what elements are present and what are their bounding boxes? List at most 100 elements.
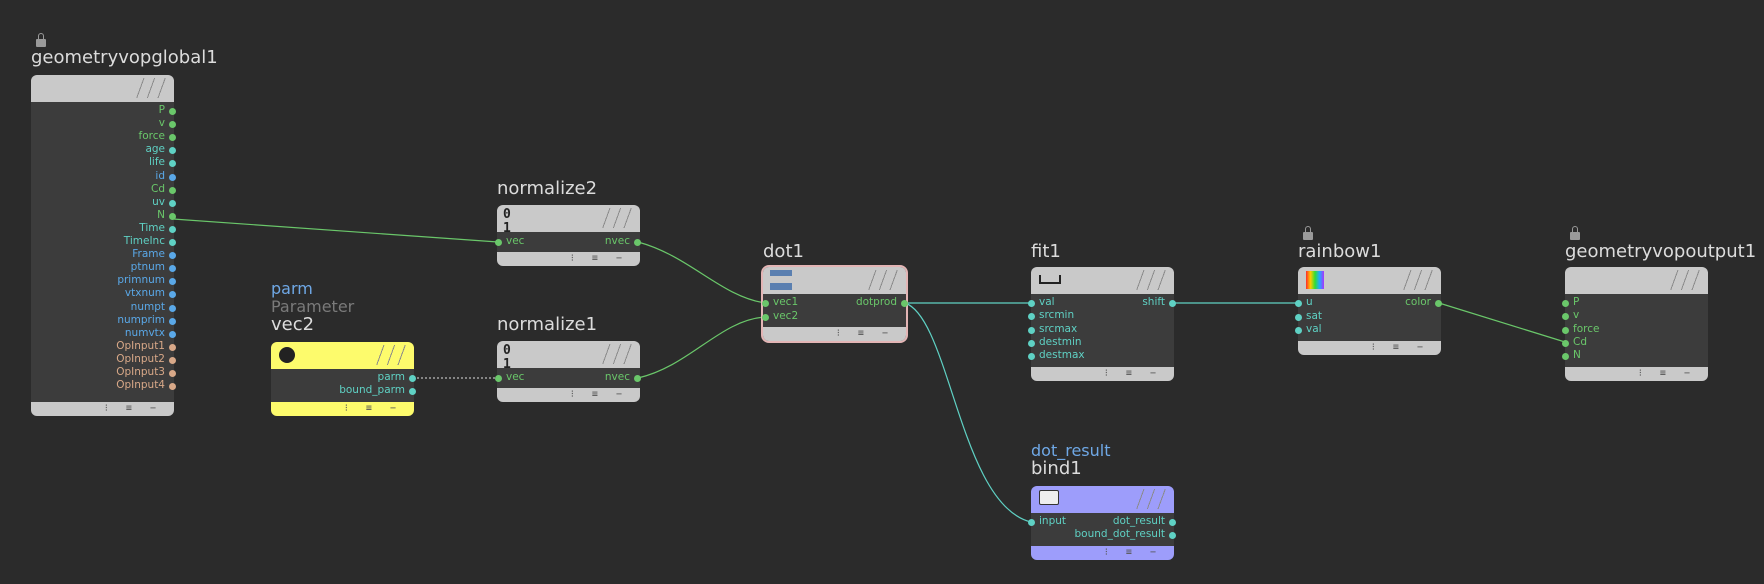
display-flags-icon[interactable] (1136, 489, 1166, 509)
input-port-val[interactable] (1028, 300, 1035, 307)
node-rainbow1[interactable]: ⁝ ≡ − (1298, 267, 1441, 355)
node-header[interactable]: 0 1 (497, 205, 640, 236)
output-port-ptnum[interactable] (169, 265, 176, 273)
display-flags-icon[interactable] (136, 78, 166, 98)
output-port-dot-result[interactable] (1169, 519, 1176, 526)
node-header[interactable] (1031, 486, 1174, 513)
output-port-opinput3[interactable] (169, 370, 176, 377)
input-port-sat[interactable] (1295, 313, 1302, 321)
output-port-primnum[interactable] (169, 278, 176, 286)
node-title-geometryvopglobal1[interactable]: geometryvopglobal1 (31, 47, 218, 68)
output-port-n[interactable] (169, 212, 176, 220)
output-port-cd[interactable] (169, 186, 176, 194)
output-port-v[interactable] (169, 121, 176, 129)
node-vec2[interactable]: ⁝ ≡ − (271, 342, 414, 416)
node-geometryvopglobal1[interactable]: ⁝ ≡ − (31, 75, 174, 416)
footer-icons[interactable]: ⁝ ≡ − (104, 403, 162, 414)
footer-icons[interactable]: ⁝ ≡ − (344, 403, 402, 414)
input-port-destmax[interactable] (1028, 353, 1035, 361)
node-header[interactable] (271, 342, 414, 369)
output-port-age[interactable] (169, 147, 176, 155)
output-port-bound-dot-result[interactable] (1169, 532, 1176, 539)
footer-icons[interactable]: ⁝ ≡ − (1104, 368, 1162, 379)
node-footer[interactable]: ⁝ ≡ − (497, 388, 640, 402)
node-footer[interactable]: ⁝ ≡ − (1565, 367, 1708, 381)
node-dot1[interactable]: ⁝ ≡ − (763, 267, 906, 341)
output-port-dotprod[interactable] (901, 300, 908, 307)
input-port-destmin[interactable] (1028, 339, 1035, 347)
node-header[interactable] (763, 267, 906, 294)
output-port-time[interactable] (169, 225, 176, 233)
output-port-life[interactable] (169, 160, 176, 168)
node-title-geometryvopoutput1[interactable]: geometryvopoutput1 (1565, 241, 1757, 262)
input-port-force[interactable] (1562, 326, 1569, 334)
node-title-dot1[interactable]: dot1 (763, 241, 804, 262)
output-port-numpt[interactable] (169, 304, 176, 312)
footer-icons[interactable]: ⁝ ≡ − (1638, 368, 1696, 379)
output-port-numvtx[interactable] (169, 330, 176, 338)
input-port-u[interactable] (1295, 300, 1302, 307)
output-port-bound-parm[interactable] (409, 388, 416, 395)
display-flags-icon[interactable] (1136, 270, 1166, 290)
output-port-uv[interactable] (169, 199, 176, 207)
node-header[interactable] (31, 75, 174, 102)
output-port-vtxnum[interactable] (169, 291, 176, 299)
footer-icons[interactable]: ⁝ ≡ − (836, 328, 894, 339)
display-flags-icon[interactable] (868, 270, 898, 290)
node-title-normalize1[interactable]: normalize1 (497, 314, 598, 335)
node-footer[interactable]: ⁝ ≡ − (1298, 341, 1441, 355)
output-port-color[interactable] (1435, 300, 1442, 307)
wire-normalize1-to-dot1[interactable] (637, 316, 766, 379)
node-footer[interactable]: ⁝ ≡ − (271, 402, 414, 416)
output-port-shift[interactable] (1169, 300, 1176, 307)
wire-dot1-to-bind1[interactable] (904, 302, 1032, 523)
lock-icon[interactable] (1303, 226, 1313, 240)
node-footer[interactable]: ⁝ ≡ − (1031, 367, 1174, 381)
node-bind1[interactable]: ⁝ ≡ − (1031, 486, 1174, 560)
node-header[interactable] (1031, 267, 1174, 294)
input-port-vec1[interactable] (762, 300, 769, 307)
display-flags-icon[interactable] (1670, 270, 1700, 290)
output-port-timeinc[interactable] (169, 239, 176, 246)
output-port-opinput4[interactable] (169, 383, 176, 391)
footer-icons[interactable]: ⁝ ≡ − (1371, 342, 1429, 353)
node-footer[interactable]: ⁝ ≡ − (497, 252, 640, 266)
output-port-nvec[interactable] (634, 375, 641, 382)
input-port-vec[interactable] (495, 239, 502, 246)
node-header[interactable]: 0 1 (497, 341, 640, 372)
node-title-normalize2[interactable]: normalize2 (497, 178, 598, 199)
node-normalize1[interactable]: 0 1 ⁝ ≡ − (497, 341, 640, 402)
node-title-fit1[interactable]: fit1 (1031, 241, 1061, 262)
output-port-p[interactable] (169, 108, 176, 115)
lock-icon[interactable] (36, 33, 46, 47)
node-title-bind1[interactable]: bind1 (1031, 458, 1082, 479)
input-port-vec[interactable] (495, 375, 502, 382)
node-header[interactable] (1565, 267, 1708, 294)
input-port-input[interactable] (1028, 519, 1035, 526)
node-title-vec2[interactable]: vec2 (271, 314, 315, 335)
display-flags-icon[interactable] (602, 344, 632, 364)
output-port-frame[interactable] (169, 252, 176, 260)
node-geometryvopoutput1[interactable]: ⁝ ≡ − (1565, 267, 1708, 381)
wire-rainbow1-to-output[interactable] (1438, 302, 1566, 343)
input-port-vec2[interactable] (762, 314, 769, 321)
input-port-srcmax[interactable] (1028, 326, 1035, 334)
display-flags-icon[interactable] (1403, 270, 1433, 290)
output-port-numprim[interactable] (169, 317, 176, 325)
node-fit1[interactable]: ⁝ ≡ − (1031, 267, 1174, 381)
display-flags-icon[interactable] (602, 208, 632, 228)
node-normalize2[interactable]: 0 1 ⁝ ≡ − (497, 205, 640, 266)
footer-icons[interactable]: ⁝ ≡ − (1104, 547, 1162, 558)
wire-normalize2-to-dot1[interactable] (637, 241, 766, 304)
node-header[interactable] (1298, 267, 1441, 294)
input-port-cd[interactable] (1562, 339, 1569, 347)
input-port-p[interactable] (1562, 300, 1569, 307)
output-port-force[interactable] (169, 134, 176, 142)
input-port-val[interactable] (1295, 327, 1302, 334)
display-flags-icon[interactable] (376, 345, 406, 365)
output-port-nvec[interactable] (634, 239, 641, 246)
node-footer[interactable]: ⁝ ≡ − (1031, 546, 1174, 560)
node-footer[interactable]: ⁝ ≡ − (31, 402, 174, 416)
output-port-parm[interactable] (409, 375, 416, 382)
output-port-id[interactable] (169, 173, 176, 181)
